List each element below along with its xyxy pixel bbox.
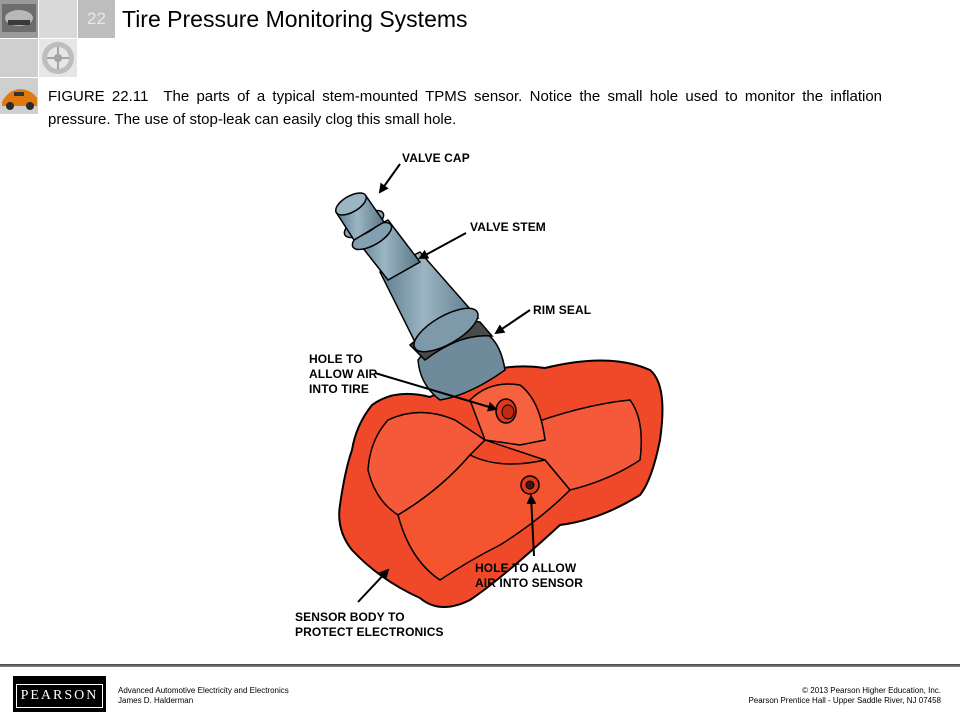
label-rim-seal: RIM SEAL (533, 303, 592, 317)
label-valve-stem: VALVE STEM (470, 220, 546, 234)
arrow-valve-stem (418, 232, 467, 259)
figure-caption-text: The parts of a typical stem-mounted TPMS… (48, 88, 883, 128)
pearson-logo: PEARSON (13, 676, 106, 712)
footer-publisher-line: Pearson Prentice Hall - Upper Saddle Riv… (748, 696, 941, 705)
label-sensor-body: SENSOR BODY TO PROTECT ELECTRONICS (295, 610, 444, 639)
footer-copyright: © 2013 Pearson Higher Education, Inc. Pe… (748, 686, 941, 706)
valve-stem (334, 192, 506, 401)
label-hole-air-tire: HOLE TO ALLOW AIR INTO TIRE (309, 352, 378, 396)
footer-book-info: Advanced Automotive Electricity and Elec… (118, 686, 289, 706)
footer-book-title: Advanced Automotive Electricity and Elec… (118, 686, 289, 695)
page-title: Tire Pressure Monitoring Systems (122, 6, 468, 32)
label-hole-air-sensor: HOLE TO ALLOW AIR INTO SENSOR (475, 561, 583, 590)
leader-arrows (357, 163, 537, 603)
arrow-hole-air-tire (374, 372, 498, 412)
header-thumbnail-strip (0, 0, 118, 118)
footer-divider (0, 664, 960, 667)
label-valve-cap: VALVE CAP (402, 151, 470, 165)
footer-copyright-line: © 2013 Pearson Higher Education, Inc. (802, 686, 941, 695)
arrow-hole-air-sensor (526, 494, 537, 557)
tpms-sensor-diagram (334, 163, 664, 608)
arrow-valve-cap (378, 163, 401, 194)
figure-number: FIGURE 22.11 (48, 88, 149, 105)
chapter-number-badge: 22 (78, 0, 115, 38)
sensor-body (338, 359, 664, 608)
figure-caption: FIGURE 22.11 The parts of a typical stem… (48, 85, 882, 131)
thumbnail-images (0, 0, 77, 114)
footer-author: James D. Halderman (118, 696, 194, 705)
arrow-sensor-body (357, 568, 390, 603)
pearson-logo-text: PEARSON (15, 684, 104, 708)
arrow-rim-seal (494, 309, 531, 335)
